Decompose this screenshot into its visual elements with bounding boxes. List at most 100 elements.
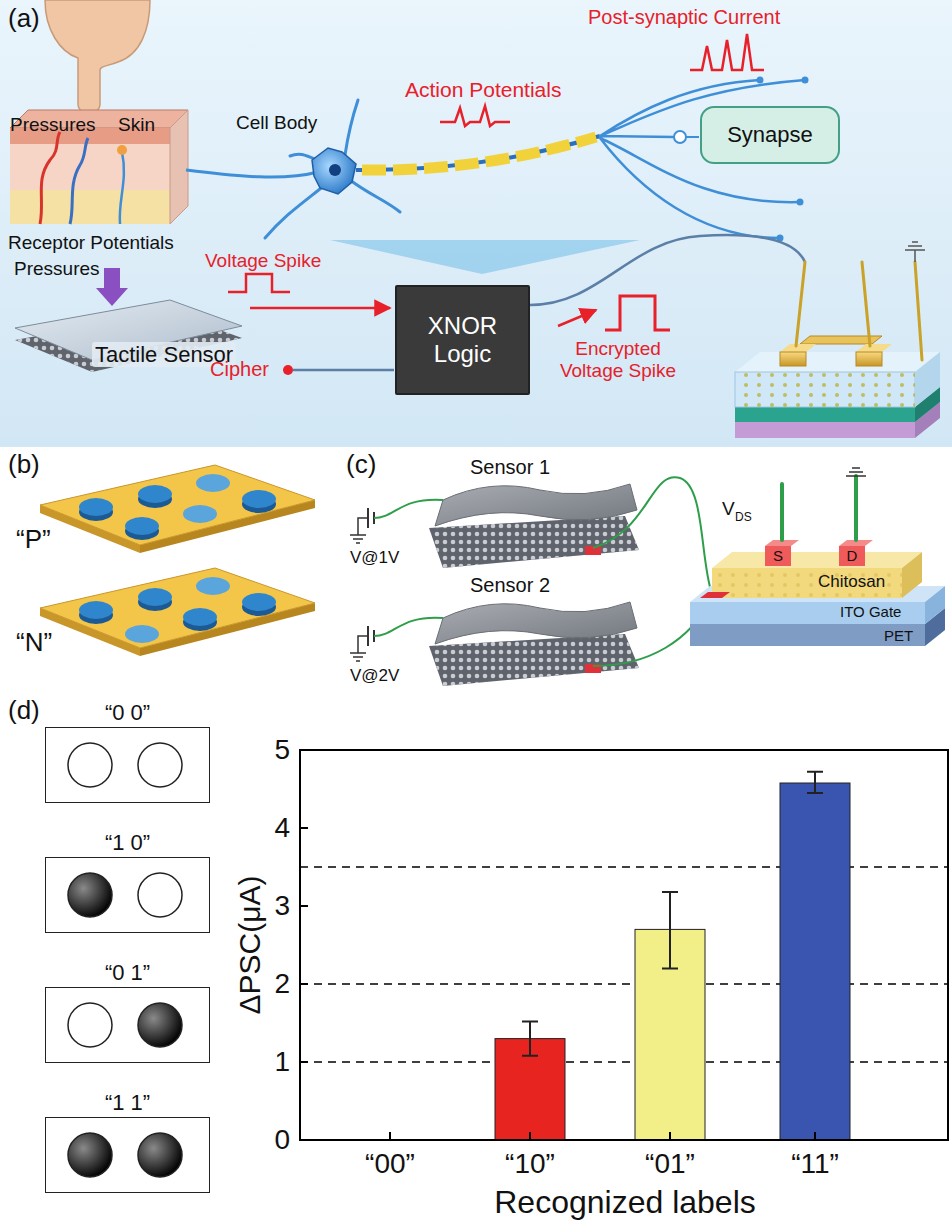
- raised-dot: [138, 485, 172, 503]
- wire: [374, 618, 443, 636]
- raised-dot: [138, 1003, 182, 1047]
- chitosan-side: [902, 552, 922, 598]
- cell-dots: [46, 728, 209, 802]
- cell-heading: “1 1”: [45, 1090, 210, 1115]
- signal-label: Encrypted Voltage Spike: [543, 338, 693, 382]
- flat-dot: [68, 1003, 112, 1047]
- axis-tick-label: 1: [274, 1046, 290, 1078]
- chitosan-ions: [712, 568, 902, 598]
- axis-title: ΔPSC(μA): [233, 876, 268, 1015]
- raised-dot: [68, 873, 112, 917]
- panel-background: [0, 0, 952, 447]
- flat-dot: [183, 505, 217, 523]
- node-text: Synapse: [727, 122, 813, 147]
- category-label: “10”: [505, 1148, 555, 1180]
- ground-symbol: [350, 518, 368, 543]
- cell-dots: [46, 858, 209, 932]
- cell-frame: [45, 987, 210, 1063]
- braille-cell: “1 1”: [45, 1090, 210, 1193]
- action-potential-wave: [440, 106, 510, 126]
- pattern-label: “P”: [16, 525, 51, 555]
- electrolyte-top: [735, 352, 940, 372]
- electrolyte: [735, 372, 915, 407]
- cell-dots: [46, 988, 209, 1062]
- hand: [45, 0, 150, 113]
- synaptic-bouton: [674, 131, 686, 143]
- axis-tick-label: 3: [274, 890, 290, 922]
- axis-tick-label: 5: [274, 734, 290, 766]
- leader-line: [686, 136, 699, 138]
- flat-dot: [138, 873, 182, 917]
- dermis: [10, 144, 170, 190]
- axis-tick-label: 2: [274, 968, 290, 1000]
- raised-dot: [79, 601, 113, 619]
- battery-symbol: [368, 626, 374, 646]
- cipher-dot: [283, 365, 293, 375]
- battery-symbol: [368, 508, 374, 528]
- panel-letter: (d): [8, 696, 40, 726]
- raised-dot: [242, 490, 276, 508]
- ito-side: [925, 586, 945, 624]
- layer-label: ITO Gate: [840, 603, 901, 620]
- cell-heading: “0 1”: [45, 960, 210, 985]
- braille-plate: [40, 568, 315, 656]
- electrolyte-side: [915, 352, 940, 407]
- wire: [374, 500, 443, 518]
- nucleus: [329, 164, 341, 176]
- electrolyte-ions: [735, 372, 915, 407]
- afferent-nerve: [186, 170, 318, 177]
- flat-dot: [196, 577, 230, 595]
- sensor-base: [429, 634, 639, 686]
- threshold-line: [300, 867, 948, 1062]
- category-label: “01”: [645, 1148, 695, 1180]
- myelin-sheath: [362, 137, 596, 170]
- panel-letter: (a): [8, 4, 40, 34]
- category-label: “11”: [791, 1148, 839, 1180]
- raised-dot: [242, 593, 276, 611]
- encrypted-pulse: [605, 296, 670, 330]
- device-label: Sensor 1: [470, 456, 550, 479]
- voltage-source: [350, 500, 443, 543]
- stimulus-label: Pressures: [14, 258, 100, 280]
- signal-arrow: [558, 310, 596, 326]
- node-text: XNOR Logic: [413, 312, 513, 367]
- logic-gate-box: XNOR Logic: [395, 285, 530, 395]
- plate-top: [40, 568, 315, 648]
- nerve-fiber: [120, 152, 124, 224]
- signal-label: Action Potentials: [405, 78, 561, 102]
- plot-frame: [300, 750, 948, 1140]
- cell-heading: “1 0”: [45, 830, 210, 855]
- signal-label: Receptor Potentials: [8, 232, 174, 254]
- signal-label: Voltage Spike: [205, 250, 321, 272]
- convergence-arrow: [330, 240, 640, 274]
- category-label: “00”: [365, 1148, 415, 1180]
- braille-plate: [40, 465, 315, 553]
- braille-cell: “1 0”: [45, 830, 210, 933]
- sensor-top-sheet: [435, 484, 637, 526]
- probe-needle: [782, 476, 856, 540]
- terminal-label: D: [847, 547, 858, 564]
- flat-dot: [125, 625, 159, 643]
- flat-dot: [68, 743, 112, 787]
- terminal-subscript: DS: [735, 511, 752, 525]
- sensor-top-sheet: [435, 602, 637, 644]
- hypodermis: [10, 190, 170, 224]
- voltage-label: V@2V: [350, 666, 399, 686]
- source-electrode: [780, 352, 806, 366]
- signal-arrow: [250, 307, 390, 310]
- electrode-top: [856, 344, 892, 352]
- cell-body: [312, 148, 356, 194]
- error-bar: [522, 772, 823, 1056]
- ito-gate: [690, 602, 925, 624]
- neuron-part-label: Cell Body: [236, 112, 317, 134]
- gate-layer: [735, 407, 915, 422]
- terminal-bulb: [797, 199, 804, 206]
- ground-symbol: [905, 242, 925, 262]
- terminal-bulb: [802, 77, 809, 84]
- gate-pad: [700, 592, 730, 598]
- voltage-pulse: [228, 274, 290, 292]
- axis-tick-label: 4: [274, 812, 290, 844]
- axis-tick-mark: [300, 750, 815, 1140]
- substrate: [735, 422, 915, 438]
- skin-side: [170, 110, 188, 224]
